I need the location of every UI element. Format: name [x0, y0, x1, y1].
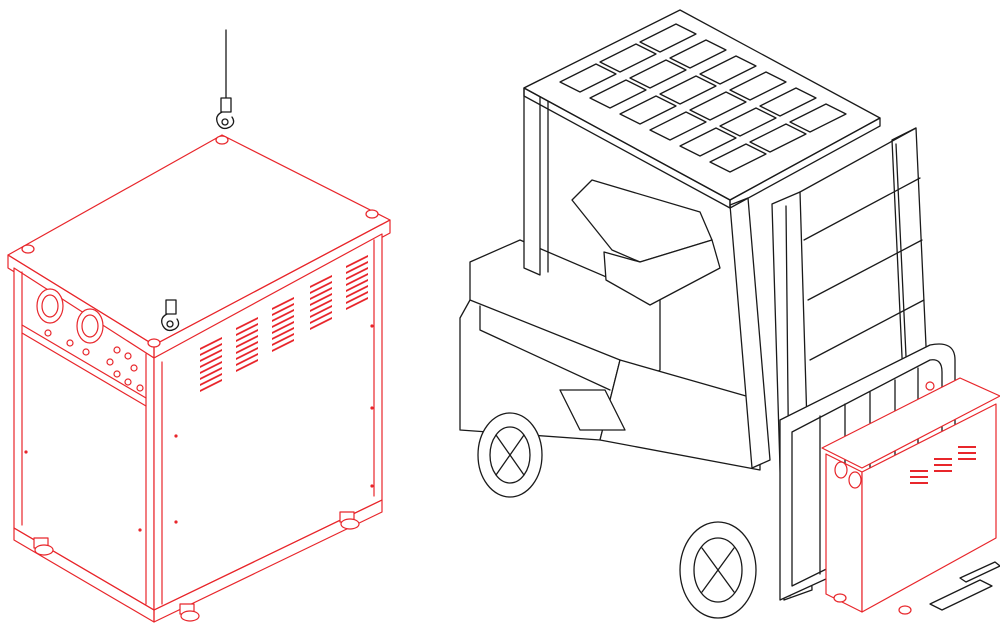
- vent-slat: [310, 287, 332, 300]
- vent-slat-group: [310, 275, 332, 330]
- vent-slat: [272, 297, 294, 310]
- small-meter-dial: [848, 471, 862, 489]
- lid-bumper: [215, 135, 229, 145]
- vent-slat: [346, 255, 368, 268]
- vent-slat: [310, 293, 332, 306]
- forklift-body: [459, 239, 761, 471]
- vent-slat: [346, 273, 368, 286]
- vent-slat: [346, 297, 368, 310]
- base-rail-side: [153, 499, 383, 623]
- small-welder-vents: [910, 446, 976, 484]
- current-adjust-dial: [76, 308, 104, 344]
- vent-slat: [236, 359, 258, 372]
- vent-slat: [200, 343, 222, 356]
- vent-slat: [310, 275, 332, 288]
- front-panel-divider: [21, 324, 147, 399]
- overhead-guard-roof-grid: [523, 9, 881, 209]
- current-adjust-dial-inner: [81, 314, 99, 338]
- vent-slat: [272, 333, 294, 346]
- vent-slat: [200, 337, 222, 350]
- vent-slat: [272, 315, 294, 328]
- vent-slat: [346, 261, 368, 274]
- vent-slat: [236, 317, 258, 330]
- vent-slat: [200, 379, 222, 392]
- vent-slat: [272, 321, 294, 334]
- vent-slat: [346, 279, 368, 292]
- lid-bumper: [147, 338, 161, 348]
- step-plate: [559, 389, 626, 431]
- lid-bumper: [365, 209, 379, 219]
- vent-slat: [346, 285, 368, 298]
- vent-slat: [310, 305, 332, 318]
- vent-slat: [236, 353, 258, 366]
- small-welder-casters: [833, 593, 912, 615]
- side-ventilation-slats: [200, 255, 368, 392]
- vent-slat: [272, 339, 294, 352]
- vent-slat: [272, 303, 294, 316]
- vent-slat: [236, 323, 258, 336]
- front-wheel: [679, 521, 757, 619]
- vent-slat: [310, 281, 332, 294]
- lifting-eye: [925, 381, 935, 391]
- vent-slat: [236, 335, 258, 348]
- panel-screws: [24, 324, 374, 532]
- forks: [929, 561, 1000, 611]
- vent-slat: [200, 373, 222, 386]
- vent-slat: [200, 349, 222, 362]
- vent-slat: [346, 291, 368, 304]
- lid-bumper: [21, 244, 35, 254]
- vent-slat: [236, 347, 258, 360]
- small-meter-dial: [834, 461, 848, 479]
- small-welder-side: [861, 403, 997, 613]
- vent-slat: [346, 267, 368, 280]
- output-meter-dial: [36, 288, 64, 324]
- forklift-carrying-welder: [459, 9, 1000, 619]
- vent-slat: [310, 317, 332, 330]
- crane-hook-rear: [216, 97, 235, 130]
- front-panel-divider: [21, 332, 147, 407]
- vent-slat: [236, 329, 258, 342]
- vent-slat: [200, 361, 222, 374]
- vent-slat-group: [346, 255, 368, 310]
- vent-slat-group: [236, 317, 258, 372]
- caster-wheel: [339, 511, 360, 530]
- vent-slat: [200, 367, 222, 380]
- welder-lifted-by-crane-hooks: [7, 29, 391, 623]
- vent-slat: [310, 311, 332, 324]
- control-switches: [44, 329, 144, 392]
- output-meter-dial-inner: [41, 294, 59, 318]
- lid-side-edge: [153, 219, 391, 359]
- caster-wheel: [179, 603, 200, 622]
- caster-wheel: [33, 537, 54, 556]
- operator-seat: [571, 179, 721, 306]
- rear-wheel: [477, 412, 543, 498]
- crane-hook-front: [161, 299, 180, 332]
- vent-slat: [272, 327, 294, 340]
- vent-slat-group: [272, 297, 294, 352]
- small-welder-top: [821, 377, 1000, 469]
- vent-slat: [200, 355, 222, 368]
- vent-slat-group: [200, 337, 222, 392]
- vent-slat: [310, 299, 332, 312]
- vent-slat: [272, 309, 294, 322]
- vent-slat: [236, 341, 258, 354]
- welder-on-forks: [821, 377, 1000, 615]
